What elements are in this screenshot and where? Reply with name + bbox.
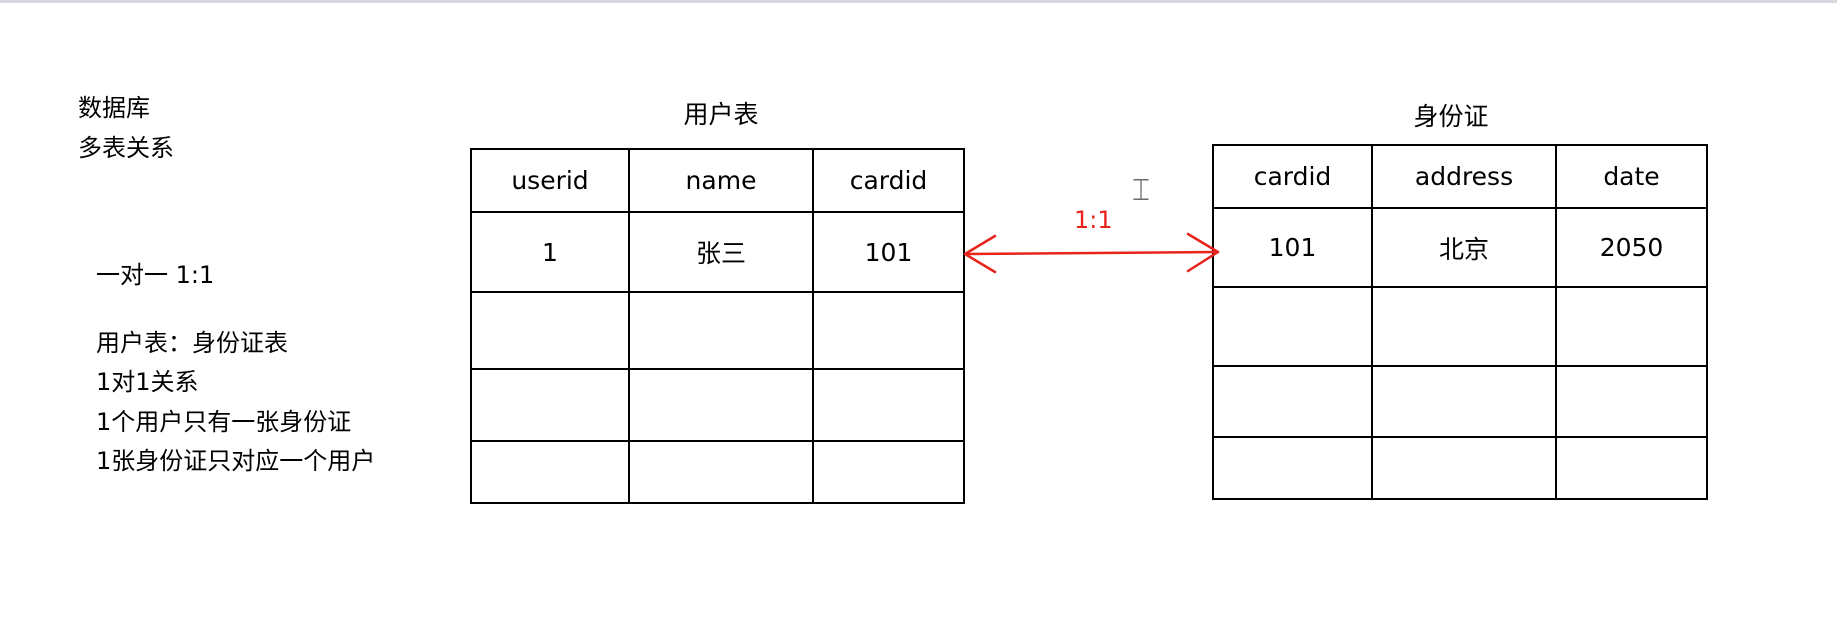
card-table-caption: 身份证	[1413, 102, 1489, 131]
table-row	[1212, 436, 1708, 500]
note-line-4: 1张身份证只对应一个用户	[96, 447, 376, 475]
cell-userid: 1	[470, 211, 630, 293]
note-line-3: 1个用户只有一张身份证	[96, 408, 352, 436]
table-row	[470, 291, 965, 370]
header-date: date	[1555, 144, 1708, 209]
table-cell	[1212, 365, 1373, 438]
table-cell	[1555, 286, 1708, 367]
top-border	[0, 0, 1837, 3]
header-userid: userid	[470, 148, 630, 213]
header-cardid: cardid	[812, 148, 965, 213]
table-cell	[470, 368, 630, 442]
table-cell	[628, 368, 814, 442]
table-cell	[1371, 286, 1557, 367]
table-cell	[470, 440, 630, 504]
table-cell	[812, 440, 965, 504]
table-header-row: userid name cardid	[470, 148, 965, 213]
table-row: 101 北京 2050	[1212, 207, 1708, 288]
table-row	[1212, 286, 1708, 367]
table-cell	[1212, 436, 1373, 500]
cell-name: 张三	[628, 211, 814, 293]
table-cell	[628, 440, 814, 504]
cell-date: 2050	[1555, 207, 1708, 288]
table-header-row: cardid address date	[1212, 144, 1708, 209]
cell-address: 北京	[1371, 207, 1557, 288]
table-cell	[628, 291, 814, 370]
cell-cardid: 101	[812, 211, 965, 293]
table-row	[1212, 365, 1708, 438]
table-cell	[1555, 365, 1708, 438]
header-cardid: cardid	[1212, 144, 1373, 209]
table-cell	[1371, 365, 1557, 438]
text-cursor-icon: ⌶	[1132, 173, 1150, 208]
header-name: name	[628, 148, 814, 213]
table-row: 1 张三 101	[470, 211, 965, 293]
arrow-head-left-icon	[963, 234, 997, 274]
cell-cardid: 101	[1212, 207, 1373, 288]
table-row	[470, 440, 965, 504]
table-row	[470, 368, 965, 442]
note-line-2: 1对1关系	[96, 368, 199, 396]
user-table-caption: 用户表	[683, 100, 759, 129]
arrow-head-right-icon	[1186, 232, 1220, 273]
table-cell	[1555, 436, 1708, 500]
table-cell	[470, 291, 630, 370]
table-cell	[812, 291, 965, 370]
card-table: cardid address date 101 北京 2050	[1212, 144, 1708, 500]
header-address: address	[1371, 144, 1557, 209]
relation-title: 一对一 1:1	[96, 261, 215, 289]
heading-multi-table: 多表关系	[78, 134, 174, 162]
note-line-1: 用户表：身份证表	[96, 329, 288, 357]
user-table: userid name cardid 1 张三 101	[470, 148, 965, 504]
table-cell	[1371, 436, 1557, 500]
table-cell	[812, 368, 965, 442]
table-cell	[1212, 286, 1373, 367]
relation-label: 1:1	[1074, 206, 1113, 234]
relation-line	[963, 250, 1220, 256]
heading-database: 数据库	[78, 94, 150, 122]
